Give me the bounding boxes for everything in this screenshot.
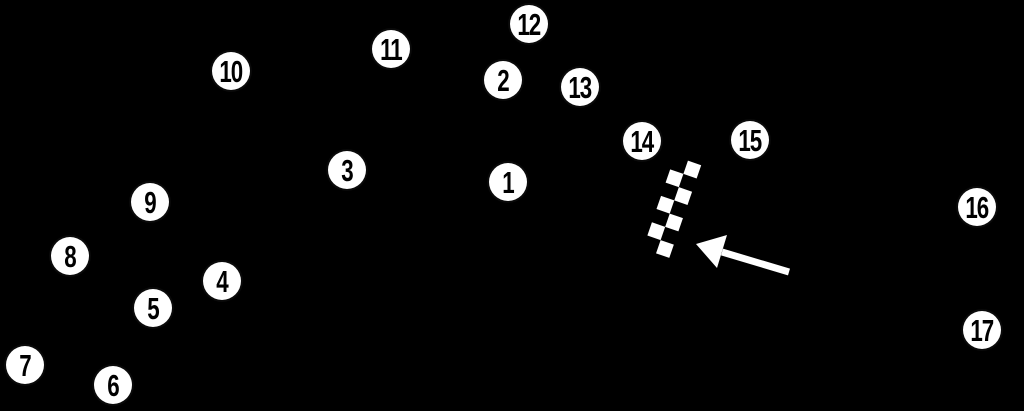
checker-cell (656, 240, 674, 258)
corner-number: 13 (568, 69, 593, 105)
start-finish-checkered-line (643, 156, 702, 258)
corner-marker-1: 1 (489, 163, 527, 201)
corner-marker-10: 10 (212, 52, 250, 90)
corner-marker-3: 3 (328, 151, 366, 189)
corner-number: 16 (965, 189, 990, 225)
corner-number: 5 (147, 290, 159, 326)
corner-number: 14 (630, 123, 655, 159)
corner-marker-11: 11 (372, 30, 410, 68)
corner-marker-6: 6 (94, 366, 132, 404)
corner-marker-4: 4 (203, 262, 241, 300)
corner-marker-14: 14 (623, 122, 661, 160)
corner-number: 15 (738, 122, 763, 158)
corner-marker-16: 16 (958, 188, 996, 226)
corner-number: 6 (107, 367, 119, 403)
corner-marker-8: 8 (51, 237, 89, 275)
corner-number: 2 (497, 62, 509, 98)
corner-number: 4 (216, 263, 228, 299)
corner-number: 12 (517, 6, 542, 42)
corner-number: 10 (219, 53, 244, 89)
corner-marker-7: 7 (6, 346, 44, 384)
corner-marker-15: 15 (731, 121, 769, 159)
corner-marker-2: 2 (484, 61, 522, 99)
corner-number: 8 (64, 238, 76, 274)
corner-number: 3 (341, 152, 353, 188)
corner-marker-5: 5 (134, 289, 172, 327)
corner-marker-12: 12 (510, 5, 548, 43)
arrow-head-icon (696, 235, 727, 268)
arrow-shaft (720, 248, 791, 276)
corner-number: 9 (144, 184, 156, 220)
corner-marker-9: 9 (131, 183, 169, 221)
corner-marker-13: 13 (561, 68, 599, 106)
corner-number: 1 (502, 164, 514, 200)
corner-number: 7 (19, 347, 31, 383)
corner-number: 11 (380, 31, 403, 67)
corner-marker-17: 17 (963, 311, 1001, 349)
corner-number: 17 (970, 312, 995, 348)
